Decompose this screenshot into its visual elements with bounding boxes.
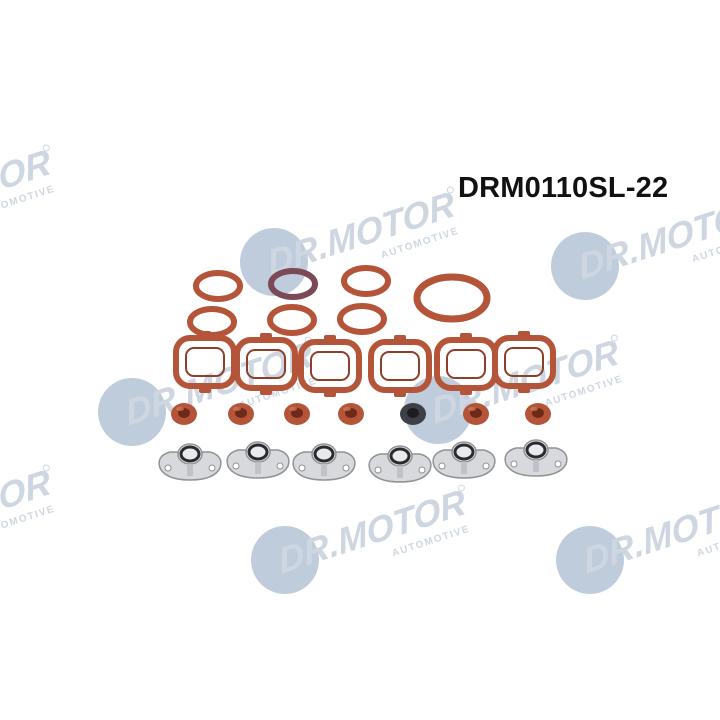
grommet-6	[463, 403, 489, 425]
flap-plug-5	[431, 440, 497, 480]
grommet-7	[525, 403, 551, 425]
round-seal-5	[267, 304, 317, 336]
round-seal-2	[268, 268, 318, 300]
round-seal-3	[341, 265, 391, 297]
watermark-logo-1	[0, 127, 65, 264]
gasket-4	[371, 335, 429, 397]
watermark-logo-6	[0, 447, 65, 584]
grommet-4	[338, 403, 364, 425]
gasket-5	[437, 333, 495, 395]
flap-plugs	[157, 438, 569, 484]
round-seal-1	[193, 270, 243, 302]
round-seal-large	[413, 273, 491, 323]
flap-plug-3	[291, 442, 357, 482]
flap-plug-6	[503, 438, 569, 478]
watermark-logo-2	[230, 169, 469, 306]
flap-plug-2	[225, 440, 291, 480]
watermark-logo-7	[241, 467, 480, 604]
grommets	[171, 403, 551, 425]
grommet-2	[228, 403, 254, 425]
part-number: DRM0110SL-22	[458, 172, 669, 204]
round-seal-4	[187, 306, 237, 338]
round-seals	[187, 265, 491, 338]
flap-plug-4	[367, 444, 433, 484]
flap-plug-1	[157, 442, 223, 482]
grommet-5-dark	[400, 403, 426, 425]
grommet-1	[171, 403, 197, 425]
grommet-3	[284, 403, 310, 425]
watermark-logo-8	[546, 467, 720, 604]
round-seal-6	[337, 303, 387, 335]
